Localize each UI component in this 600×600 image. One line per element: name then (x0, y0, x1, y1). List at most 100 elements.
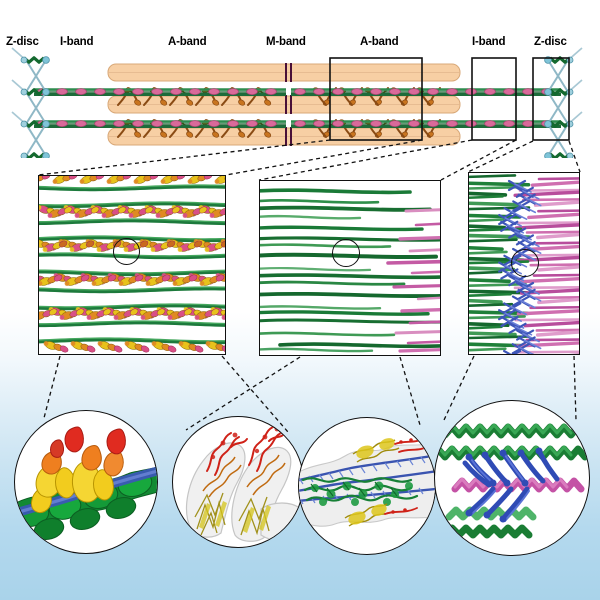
z-disc-magenta-filament (530, 180, 579, 187)
i-band-magenta-filament (398, 348, 440, 353)
i-band-magenta-filament (410, 270, 440, 275)
z-disc-magenta-filament (532, 273, 579, 277)
i-band-magenta-filament (398, 235, 440, 241)
i-band-actin-filament (260, 188, 412, 195)
band-label-m-band: M-band (266, 36, 306, 48)
z-disc-alpha-actinin (518, 203, 537, 214)
a-band-filament-row (39, 176, 225, 192)
z-disc-magenta-filament (535, 241, 579, 245)
z-disc-magenta-filament (515, 221, 579, 225)
i-band-actin-filament (260, 331, 396, 337)
z-disc-magenta-filament (518, 188, 579, 192)
z-disc-magenta-filament (519, 276, 579, 284)
z-disc-green-filament (469, 191, 508, 197)
z-disc-magenta-filament (535, 328, 579, 332)
z-disc-magenta-filament (537, 209, 579, 213)
z-disc-green-filament (469, 282, 527, 288)
a-band-filament-row (39, 240, 225, 260)
mid-panel-i-band[interactable] (259, 180, 441, 356)
thin-filament (34, 120, 286, 128)
i-band-zoom-marker (332, 239, 360, 267)
band-label-a-band-left: A-band (168, 36, 207, 48)
thin-filament-group (34, 88, 566, 128)
i-band-magenta-filament (414, 222, 440, 227)
z-disc-magenta-filament (522, 198, 579, 202)
i-band-magenta-filament (408, 320, 440, 325)
z-disc-green-filament (469, 331, 517, 337)
inset-myosin-head-atomic[interactable] (172, 416, 304, 548)
z-disc-green-filament (469, 292, 512, 297)
i-band-actin-filament (260, 266, 372, 272)
z-disc-magenta-filament (525, 230, 579, 234)
z-disc-green-filament (469, 238, 518, 243)
mid-panel-a-band[interactable] (38, 175, 226, 355)
i-band-actin-filament (260, 236, 440, 242)
i-band-magenta-filament (386, 259, 440, 265)
z-disc-green-filament (469, 250, 508, 255)
z-disc-magenta-filament (533, 200, 579, 207)
i-band-actin-filament (260, 205, 432, 212)
m-band-stripes (285, 63, 292, 146)
z-disc-alpha-actinin (523, 292, 542, 302)
inset-thin-filament[interactable] (298, 417, 436, 555)
z-disc-magenta-filament (529, 263, 579, 267)
z-disc-alpha-actinin (523, 339, 542, 350)
z-disc-zoom-marker (511, 249, 539, 277)
z-disc-group (11, 47, 583, 158)
band-label-a-band-right: A-band (360, 36, 399, 48)
i-band-magenta-filament (392, 284, 440, 289)
z-disc-magenta-filament (537, 177, 579, 181)
z-disc-green-filament (469, 195, 504, 200)
z-disc-alpha-actinin (509, 353, 512, 354)
z-disc-magenta-filament (535, 330, 579, 337)
z-disc-green-filament (469, 315, 526, 320)
i-band-magenta-filament (416, 296, 440, 301)
band-label-z-disc-right: Z-disc (534, 36, 567, 48)
i-band-actin-filament (260, 273, 440, 280)
i-band-actin-filament (260, 225, 424, 232)
z-disc-magenta-filament (514, 223, 579, 230)
mid-panel-z-disc[interactable] (468, 172, 580, 355)
z-disc-green-filament (469, 224, 507, 230)
thin-filament-graphic (299, 436, 435, 527)
z-disc-magenta-filament (532, 295, 579, 300)
z-disc-alpha-actinin (522, 190, 540, 200)
z-disc-magenta-filament (514, 318, 579, 322)
z-disc-magenta-filament (529, 305, 579, 310)
thin-filament (291, 88, 566, 96)
band-label-i-band-left: I-band (60, 36, 94, 48)
i-band-actin-filament (260, 243, 392, 249)
z-disc-green-filament (469, 201, 520, 207)
i-band-panel-graphic (260, 188, 440, 353)
z-disc-green-filament (469, 218, 505, 223)
z-disc-alpha-actinin (522, 332, 540, 343)
band-label-z-disc-left: Z-disc (6, 36, 39, 48)
z-disc-alpha-actinin (518, 346, 535, 354)
z-disc-magenta-filament (523, 244, 579, 252)
a-band-panel-graphic (39, 176, 225, 353)
z-disc (11, 47, 50, 158)
z-disc-alpha-actinin (509, 305, 528, 316)
selection-box-z-disc-box[interactable] (532, 57, 570, 141)
thin-filament (291, 120, 566, 128)
z-disc-alpha-actinin (522, 237, 540, 248)
z-disc-magenta-filament (523, 320, 579, 328)
i-band-actin-filament (278, 342, 440, 349)
i-band-magenta-filament (404, 208, 440, 213)
i-band-actin-filament (260, 305, 382, 310)
z-disc-alpha-actinin (523, 196, 542, 207)
z-disc-panel-graphic (469, 174, 579, 354)
z-disc-alpha-actinin (504, 312, 522, 322)
i-band-actin-filament (260, 310, 430, 316)
i-band-magenta-filament (408, 248, 440, 253)
z-disc-alpha-actinin (522, 285, 540, 295)
myosin-actin-graphic (15, 426, 157, 540)
a-band-filament-row (39, 337, 225, 353)
z-disc-green-filament (469, 174, 517, 179)
z-disc-green-filament (469, 270, 503, 275)
i-band-actin-filament (260, 291, 440, 299)
z-disc-magenta-filament (537, 265, 579, 272)
inset-myosin-actin[interactable] (14, 410, 158, 554)
inset-alpha-actinin[interactable] (434, 400, 590, 556)
